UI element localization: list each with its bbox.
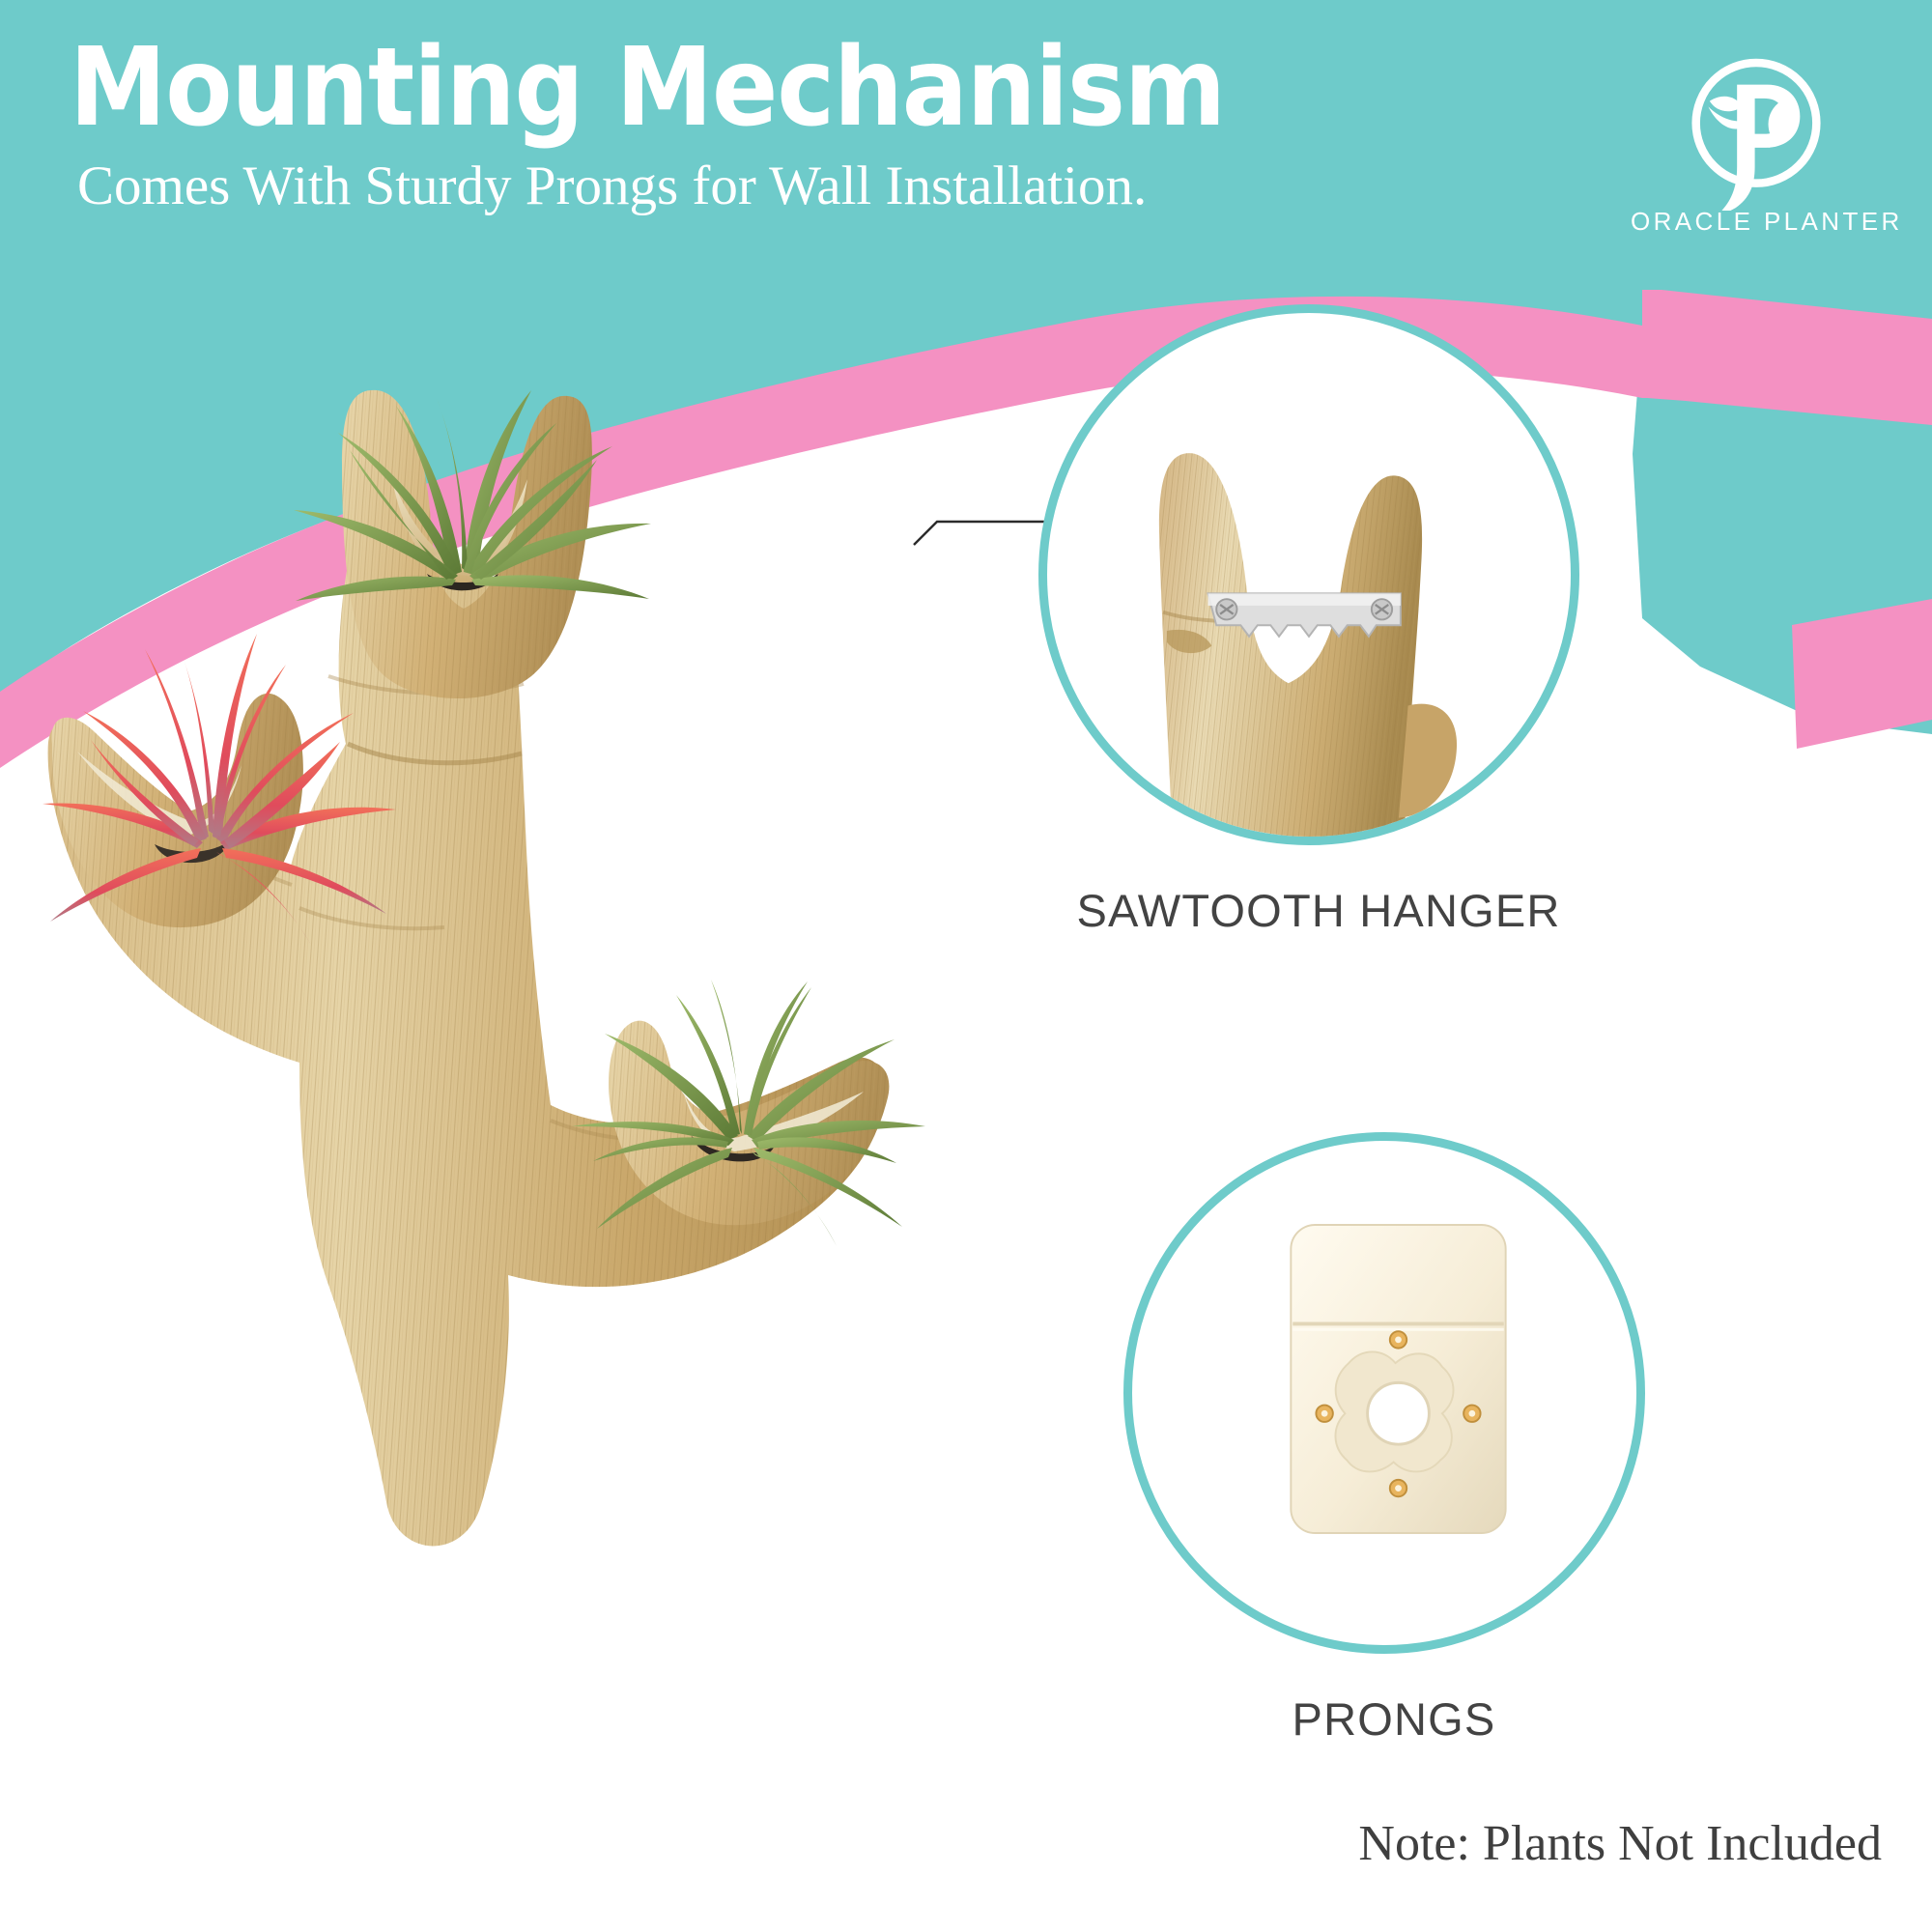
sawtooth-hanger-detail-illustration <box>1158 453 1458 837</box>
oracle-planter-leaf-p-monogram-icon <box>1691 58 1821 211</box>
page-title: Mounting Mechanism <box>70 25 1226 151</box>
plant-top-green <box>294 390 651 601</box>
driftwood-planter-illustration <box>43 389 925 1547</box>
product-image <box>10 290 1150 1575</box>
pink-wave-wedge-right <box>1792 599 1932 749</box>
plant-left-pink <box>43 634 396 945</box>
callout-prongs-ring <box>1123 1132 1645 1654</box>
prong-pins <box>1315 1330 1482 1498</box>
plants-not-included-note: Note: Plants Not Included <box>1358 1816 1882 1871</box>
logo-wordmark: ORACLE PLANTER <box>1631 207 1903 236</box>
callout-prongs-label: PRONGS <box>1292 1693 1496 1745</box>
page-subtitle: Comes With Sturdy Prongs for Wall Instal… <box>77 156 1148 217</box>
callout-sawtooth-ring <box>1038 304 1579 845</box>
prongs-mount-illustration <box>1290 1224 1507 1534</box>
header-text-block: Mounting Mechanism Comes With Sturdy Pro… <box>70 33 1577 217</box>
plant-right-green <box>572 980 925 1246</box>
sawtooth-hanger-metal <box>1207 592 1402 639</box>
prong-plate <box>1290 1224 1507 1534</box>
brand-logo: ORACLE PLANTER <box>1631 46 1903 237</box>
callout-sawtooth-label: SAWTOOTH HANGER <box>1076 885 1561 936</box>
teal-wave-shape <box>0 0 1932 734</box>
